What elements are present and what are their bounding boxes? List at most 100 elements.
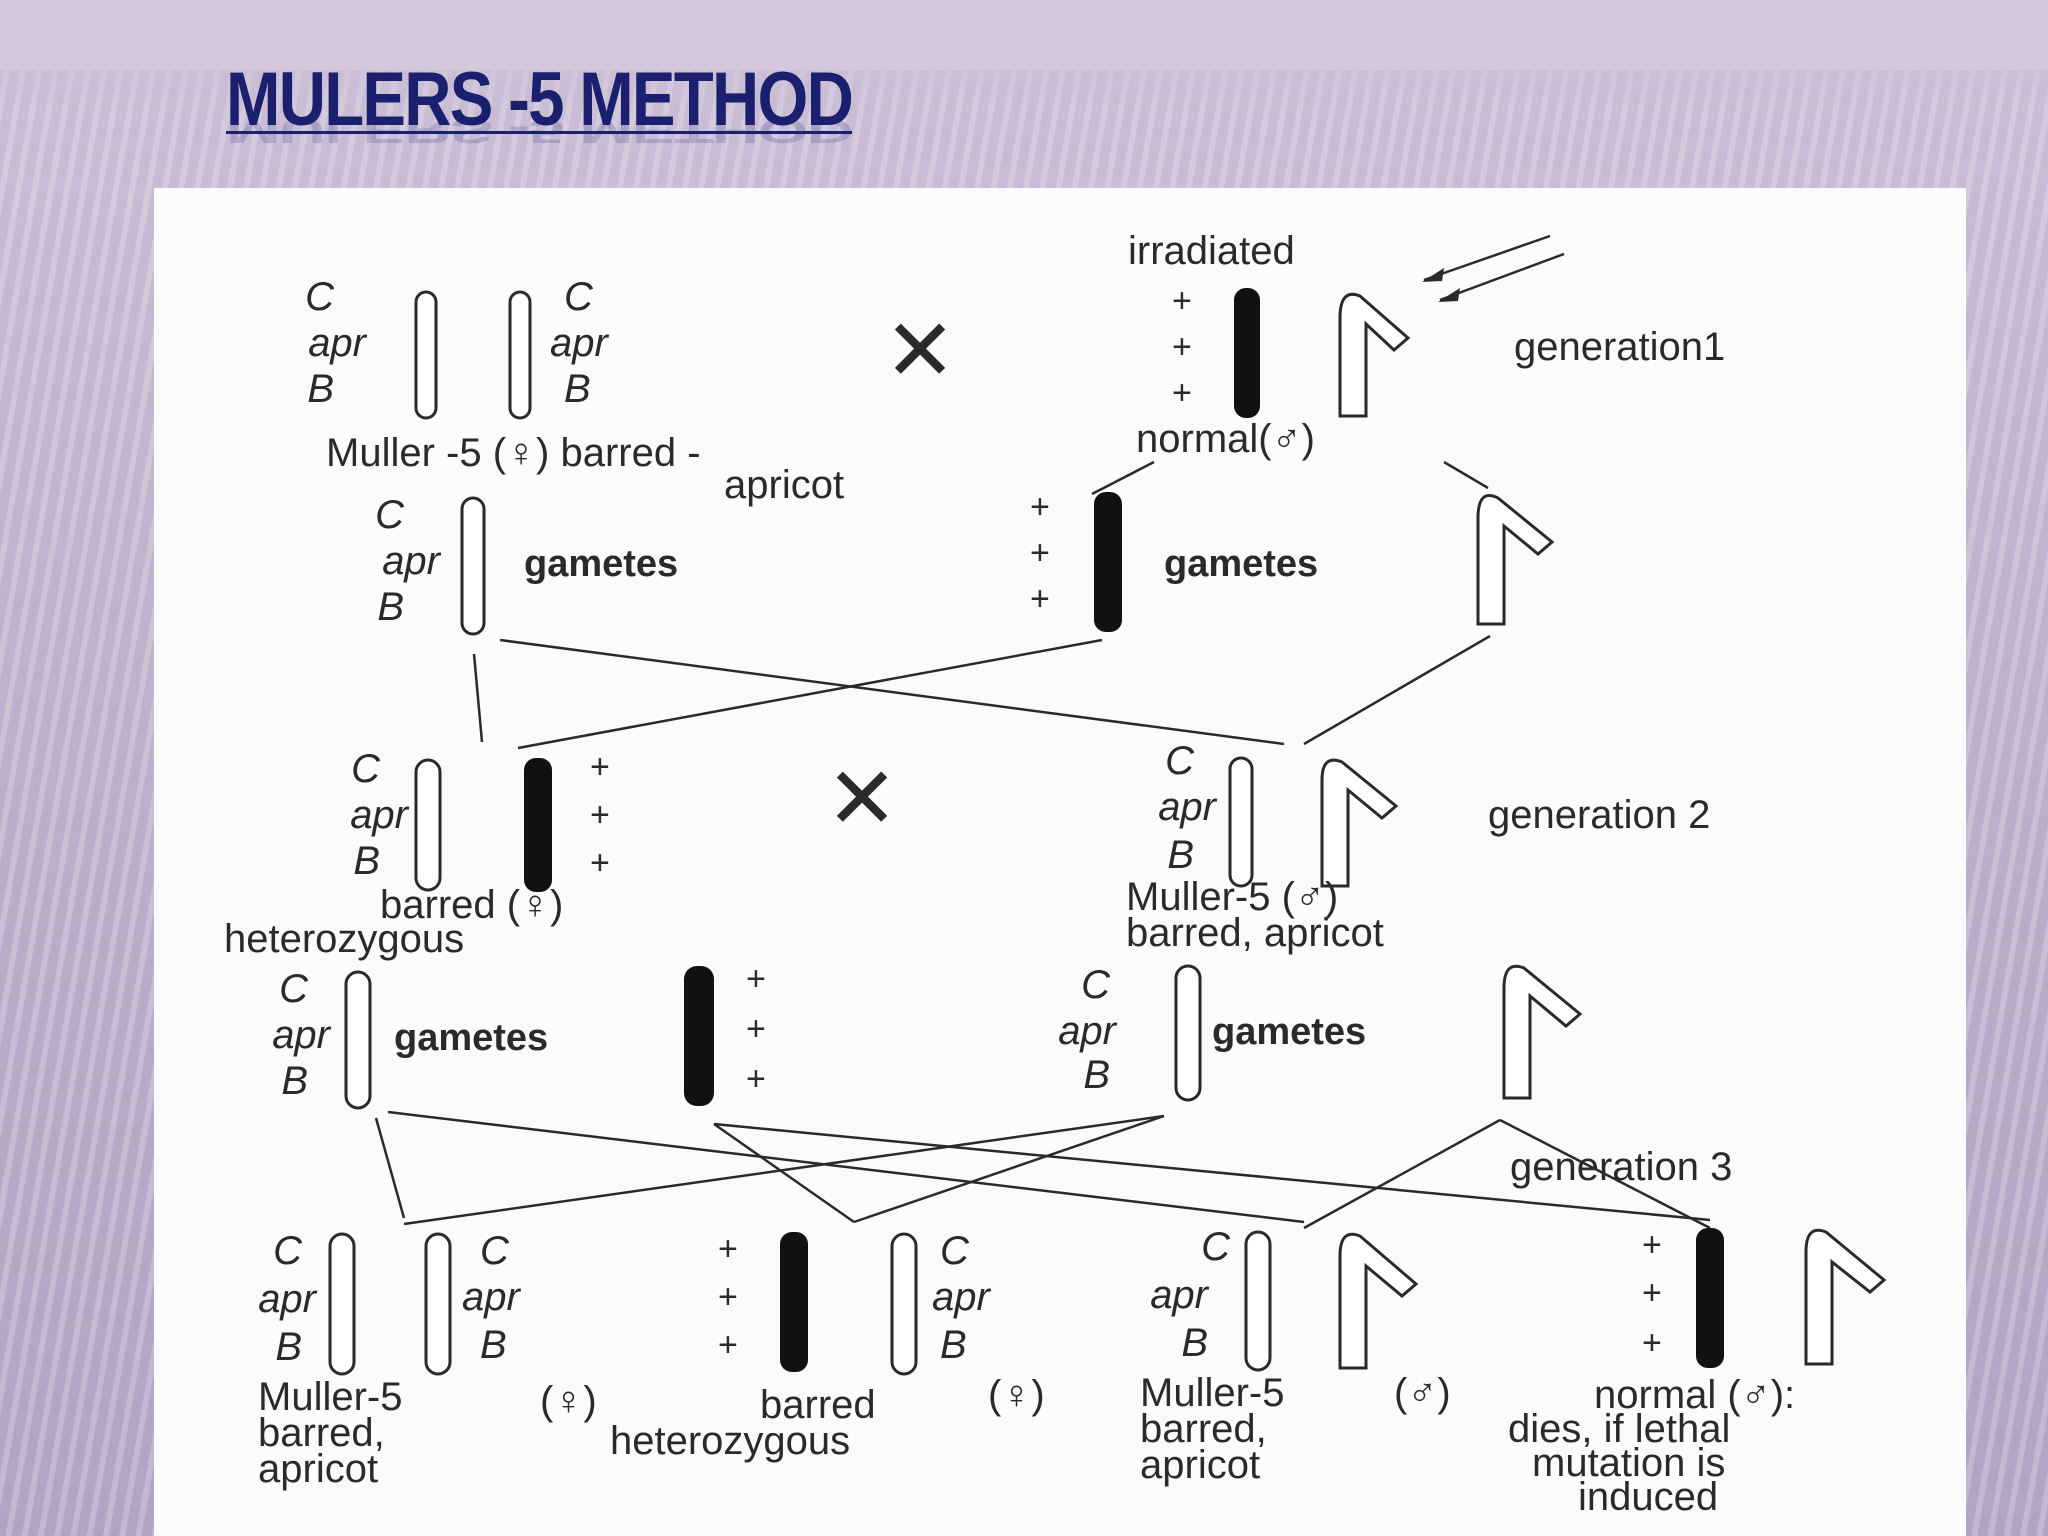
irradiation-arrow-2 [1439, 252, 1565, 302]
gen2-male-label-apr: apr [1158, 785, 1217, 829]
gen2-male-caption: Muller-5 (♂) [1126, 875, 1338, 919]
gametes2-right-word: gametes [1212, 1011, 1366, 1053]
o1-label-apr: apr [258, 1277, 317, 1321]
o4-caption-line2: dies, if lethal [1508, 1407, 1730, 1451]
title-reflection: MULERS -5 METHOD [226, 112, 853, 151]
gen2-male-caption2: barred, apricot [1126, 911, 1384, 955]
gametes1-label-b: B [377, 585, 404, 629]
gen2-plus-2: + [590, 796, 610, 834]
generation-2-label: generation 2 [1488, 793, 1710, 837]
gen2-irradiated-x-chromosome [524, 758, 552, 892]
gen1-right-label-b: B [564, 367, 591, 411]
irradiation-arrow-1 [1423, 234, 1551, 282]
cross2-line-f [853, 1114, 1165, 1224]
gen1-female: C apr B C apr B Muller -5 (♀) barred - a… [305, 275, 844, 507]
o1-caption-line3: apricot [258, 1447, 378, 1491]
o2-x-chromosome [890, 1232, 918, 1376]
irradiated-label: irradiated [1128, 229, 1295, 273]
gametes2-plus-1: + [746, 960, 766, 998]
gen1-x-chromosome-right [508, 290, 532, 420]
gen1-male-plus-3: + [1172, 374, 1192, 412]
cross2-line-a [374, 1117, 406, 1219]
o3-caption-line3: apricot [1140, 1443, 1260, 1487]
o1-x-chromosome-left [328, 1232, 356, 1376]
o4-plus-1: + [1642, 1226, 1662, 1264]
top-band [0, 0, 2048, 70]
gen2-male: C apr B Muller-5 (♂) barred, apricot gen… [1126, 739, 1710, 955]
gen2-x-chromosome [414, 758, 442, 892]
generation-3-label: generation 3 [1510, 1145, 1732, 1189]
o3-caption-line1: Muller-5 [1140, 1371, 1284, 1415]
gametes1-label-apr: apr [382, 539, 441, 583]
gen2-cross-symbol: ✕ [826, 751, 898, 847]
gametes1-plus-3: + [1030, 580, 1050, 618]
gen3-offspring-2: + + + C apr B barred heterozygous (♀) [610, 1229, 1045, 1463]
gen1-left-label-b: B [307, 367, 334, 411]
o1-caption-line1: Muller-5 [258, 1375, 402, 1419]
gen3-offspring-3: C apr B Muller-5 barred, apricot (♂) [1140, 1225, 1451, 1487]
gen1-to-gamete-line-left [1091, 460, 1155, 496]
gen1-to-gamete-line-right [1443, 460, 1489, 490]
gen2-female: C apr B + + + barred (♀) heterozygous [224, 747, 610, 961]
gen1-x-chromosome-left [414, 290, 438, 420]
gen1-male-caption: normal(♂) [1136, 417, 1315, 461]
o3-caption-line2: barred, [1140, 1407, 1267, 1451]
o2-label-apr: apr [932, 1275, 991, 1319]
gametes2-label-apr: apr [272, 1013, 331, 1057]
gen1-female-caption: Muller -5 (♀) barred - [326, 431, 701, 475]
gametes1: C apr B gametes + + + gametes [375, 488, 1555, 636]
o2-irradiated-x-chromosome [780, 1232, 808, 1372]
gametes2-y-chromosome [1502, 964, 1583, 1100]
cross2-line-h [1499, 1118, 1711, 1230]
gametes1-plus-1: + [1030, 488, 1050, 526]
gametes1-y-chromosome [1476, 494, 1555, 626]
generation-1-label: generation1 [1514, 325, 1725, 369]
gen2-y-chromosome [1320, 758, 1399, 888]
cross1-line-a [472, 653, 484, 743]
gametes1-x-chromosome [460, 496, 486, 636]
gen2-plus-3: + [590, 844, 610, 882]
gen1-male: irradiated + + + normal(♂) generation1 [1128, 229, 1725, 461]
cross2-line-c [713, 1122, 855, 1224]
gen2-male-x-chromosome [1228, 756, 1254, 888]
o1-sex-symbol: (♀) [540, 1379, 597, 1423]
cross1-line-c [517, 638, 1103, 750]
gen2-label-apr: apr [350, 793, 409, 837]
o2-caption-line2: heterozygous [610, 1419, 850, 1463]
gametes1-plus-2: + [1030, 534, 1050, 572]
o1-x-chromosome-right [424, 1232, 452, 1376]
gametes2: C apr B gametes + + + C apr B gametes [272, 960, 1583, 1110]
o1-right-label-apr: apr [462, 1275, 521, 1319]
gen1-irradiated-x-chromosome [1234, 288, 1260, 418]
gen3-offspring-4: + + + normal (♂): dies, if lethal mutati… [1508, 1226, 1887, 1519]
o4-plus-3: + [1642, 1324, 1662, 1362]
gametes1-irradiated-x-chromosome [1094, 492, 1122, 632]
gen1-left-label-apr: apr [308, 321, 367, 365]
gametes2-right-label-b: B [1083, 1053, 1110, 1097]
gametes2-label-c: C [279, 967, 309, 1011]
gametes2-plus-2: + [746, 1010, 766, 1048]
gametes2-right-x-chromosome [1174, 964, 1202, 1102]
cross1-line-d [1303, 634, 1491, 746]
gen1-female-caption2: apricot [724, 463, 844, 507]
gen1-right-label-c: C [564, 275, 594, 319]
o3-label-b: B [1181, 1321, 1208, 1365]
gametes2-plus-3: + [746, 1060, 766, 1098]
o2-label-b: B [940, 1323, 967, 1367]
gen1-male-plus-2: + [1172, 328, 1192, 366]
cross2-line-b [387, 1110, 1305, 1224]
cross1-line-b [499, 638, 1285, 746]
slide-title: MULERS -5 METHOD [226, 57, 854, 142]
cross2-line-g [1303, 1118, 1501, 1230]
gen2-female-caption: barred (♀) [380, 883, 563, 927]
gen1-right-label-apr: apr [550, 321, 609, 365]
gen1-cross-symbol: ✕ [884, 303, 956, 399]
o3-x-chromosome [1244, 1230, 1272, 1372]
o2-sex-symbol: (♀) [988, 1373, 1045, 1417]
gen1-left-label-c: C [305, 275, 335, 319]
gen2-male-label-b: B [1167, 833, 1194, 877]
o1-caption-line2: barred, [258, 1411, 385, 1455]
diagram-panel: C apr B C apr B Muller -5 (♀) barred - a… [154, 188, 1966, 1536]
gen2-label-c: C [351, 747, 381, 791]
gametes2-left-x-chromosome [344, 970, 372, 1110]
